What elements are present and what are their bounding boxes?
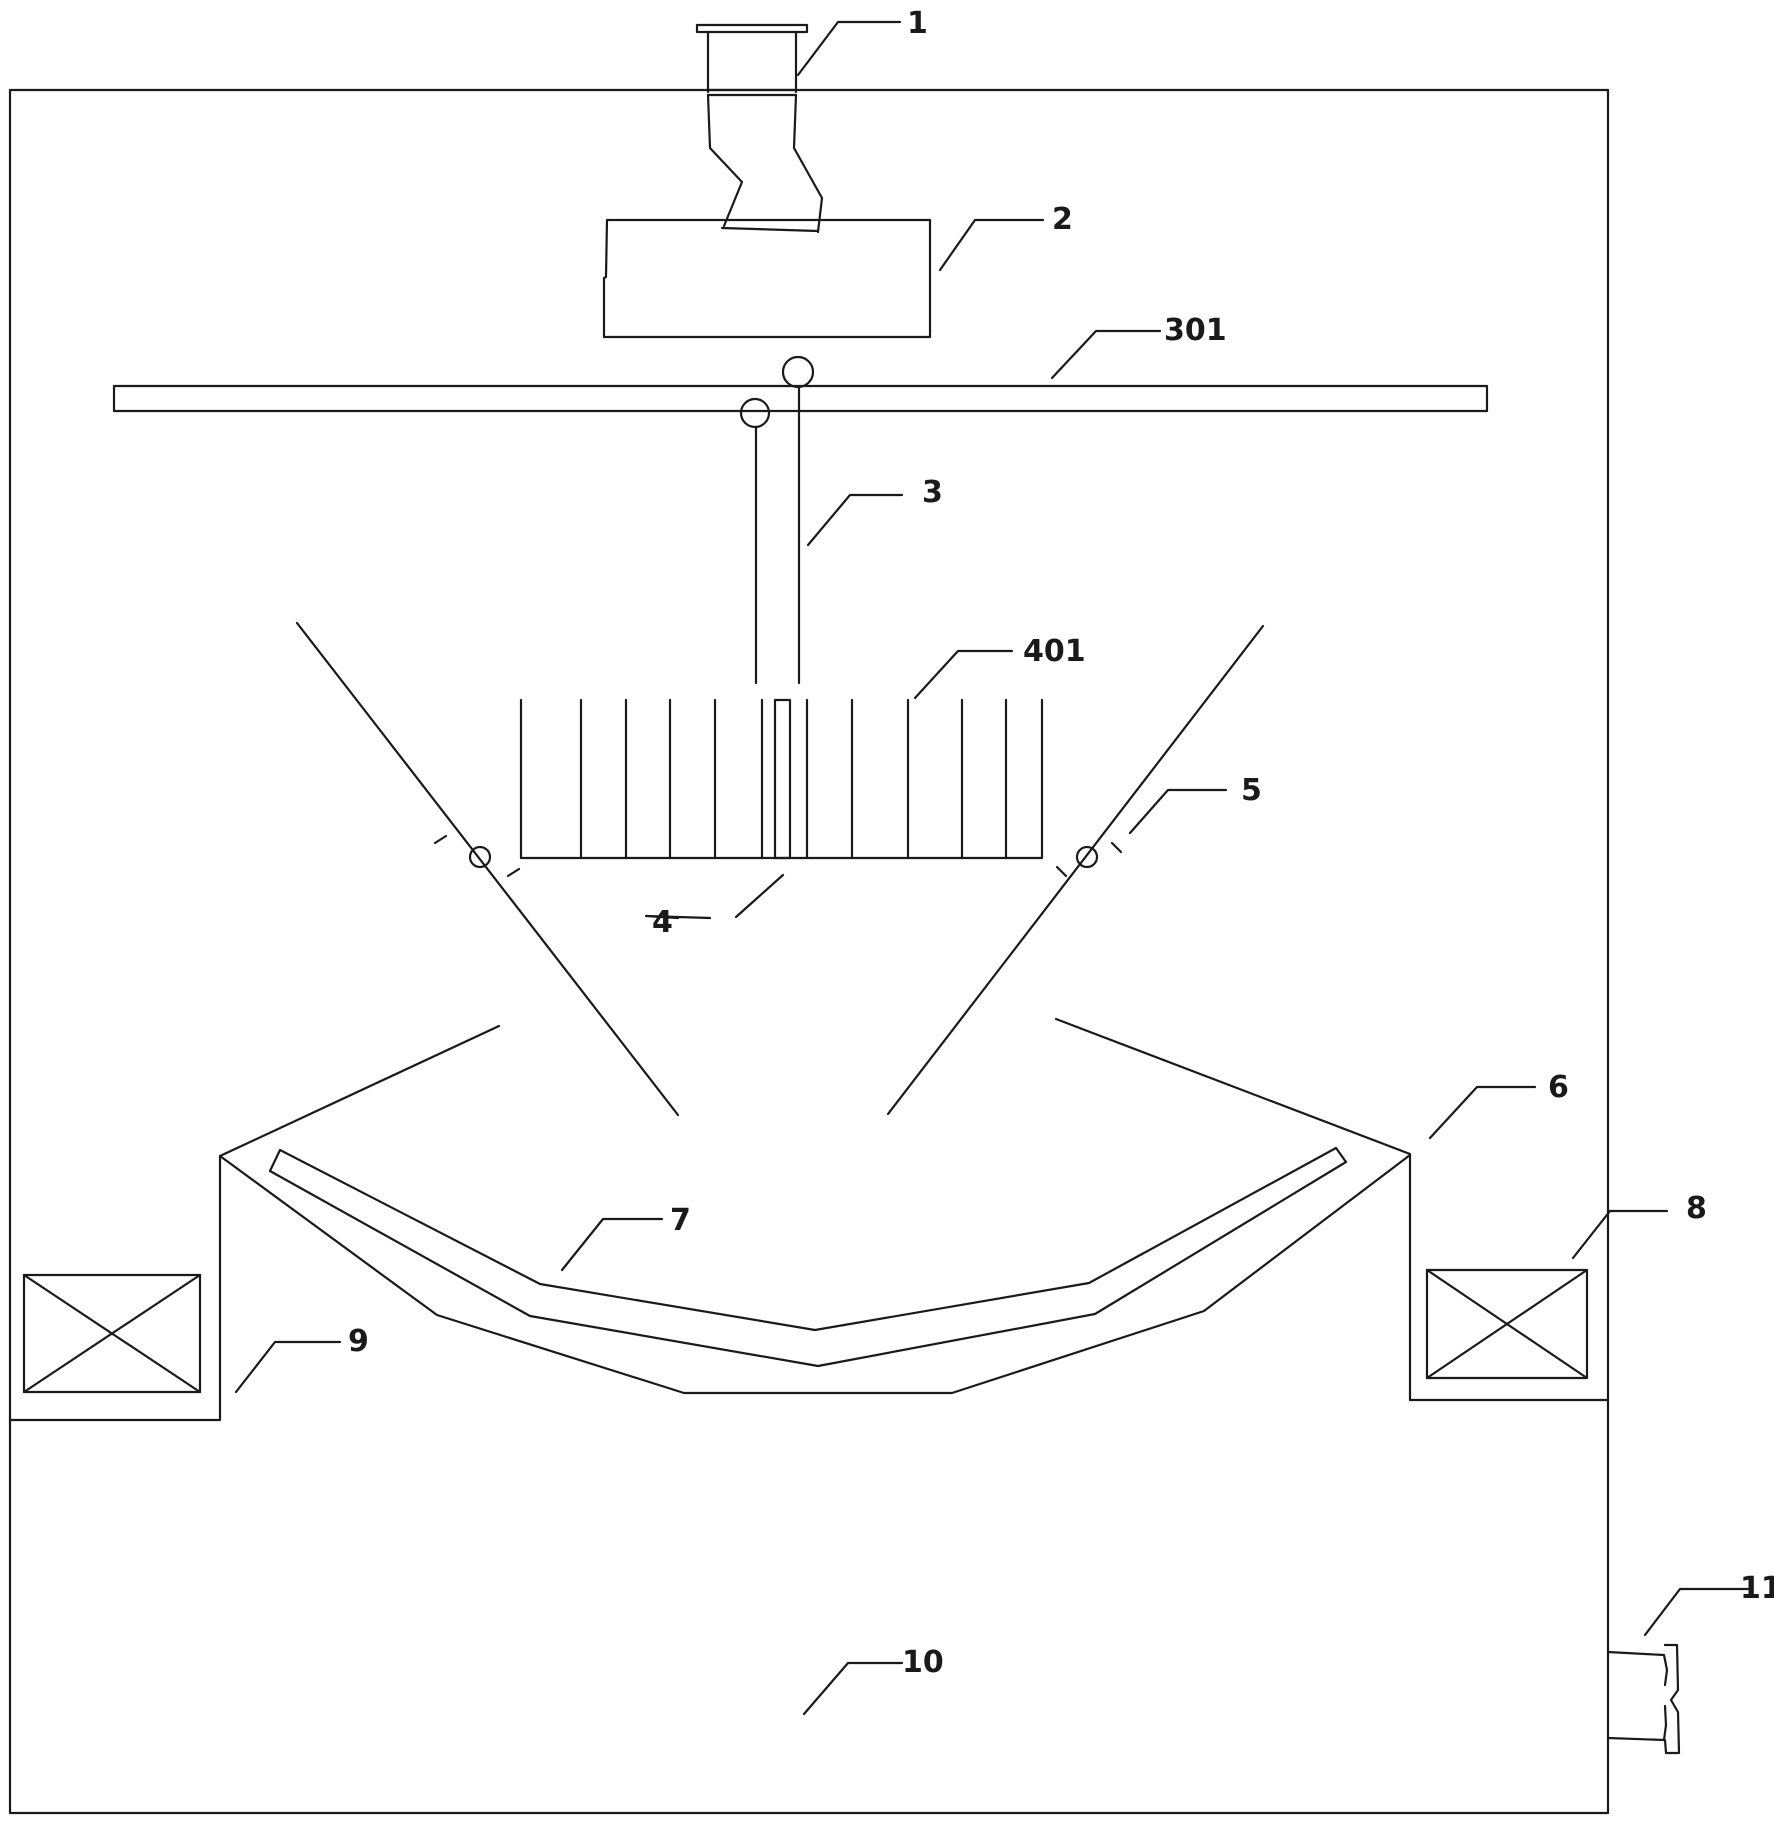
label-brush-base: 4 <box>652 905 673 940</box>
label-brush-head: 401 <box>1023 634 1086 669</box>
label-tray: 7 <box>670 1203 691 1238</box>
inlet-pipe <box>695 23 824 234</box>
label-left-box: 9 <box>348 1324 369 1359</box>
right-box <box>1425 1268 1589 1380</box>
label-hopper-box: 2 <box>1052 202 1073 237</box>
hopper-box <box>602 218 932 339</box>
label-outlet-pipe: 11 <box>1740 1571 1774 1606</box>
top-beam <box>112 384 1489 413</box>
label-hanger-rod: 3 <box>922 475 943 510</box>
leader-lines <box>234 20 1750 1716</box>
outlet-pipe <box>1606 1643 1681 1755</box>
label-inlet-pipe: 1 <box>907 6 928 41</box>
brush-head <box>519 698 1044 860</box>
label-lower-chamber: 10 <box>902 1645 944 1680</box>
collecting-tray <box>218 1146 1412 1395</box>
label-top-beam: 301 <box>1164 313 1227 348</box>
label-pivot: 5 <box>1241 773 1262 808</box>
label-side-plate: 6 <box>1548 1070 1569 1105</box>
guide-plates <box>295 621 1265 1117</box>
label-right-box: 8 <box>1686 1191 1707 1226</box>
left-box <box>22 1273 202 1394</box>
hanger-rods <box>739 355 815 685</box>
funnel-side-plates <box>8 1017 1610 1422</box>
part-labels: 1 2 301 3 401 4 5 6 7 8 9 10 11 <box>348 6 1774 1680</box>
housing <box>8 88 1610 1815</box>
